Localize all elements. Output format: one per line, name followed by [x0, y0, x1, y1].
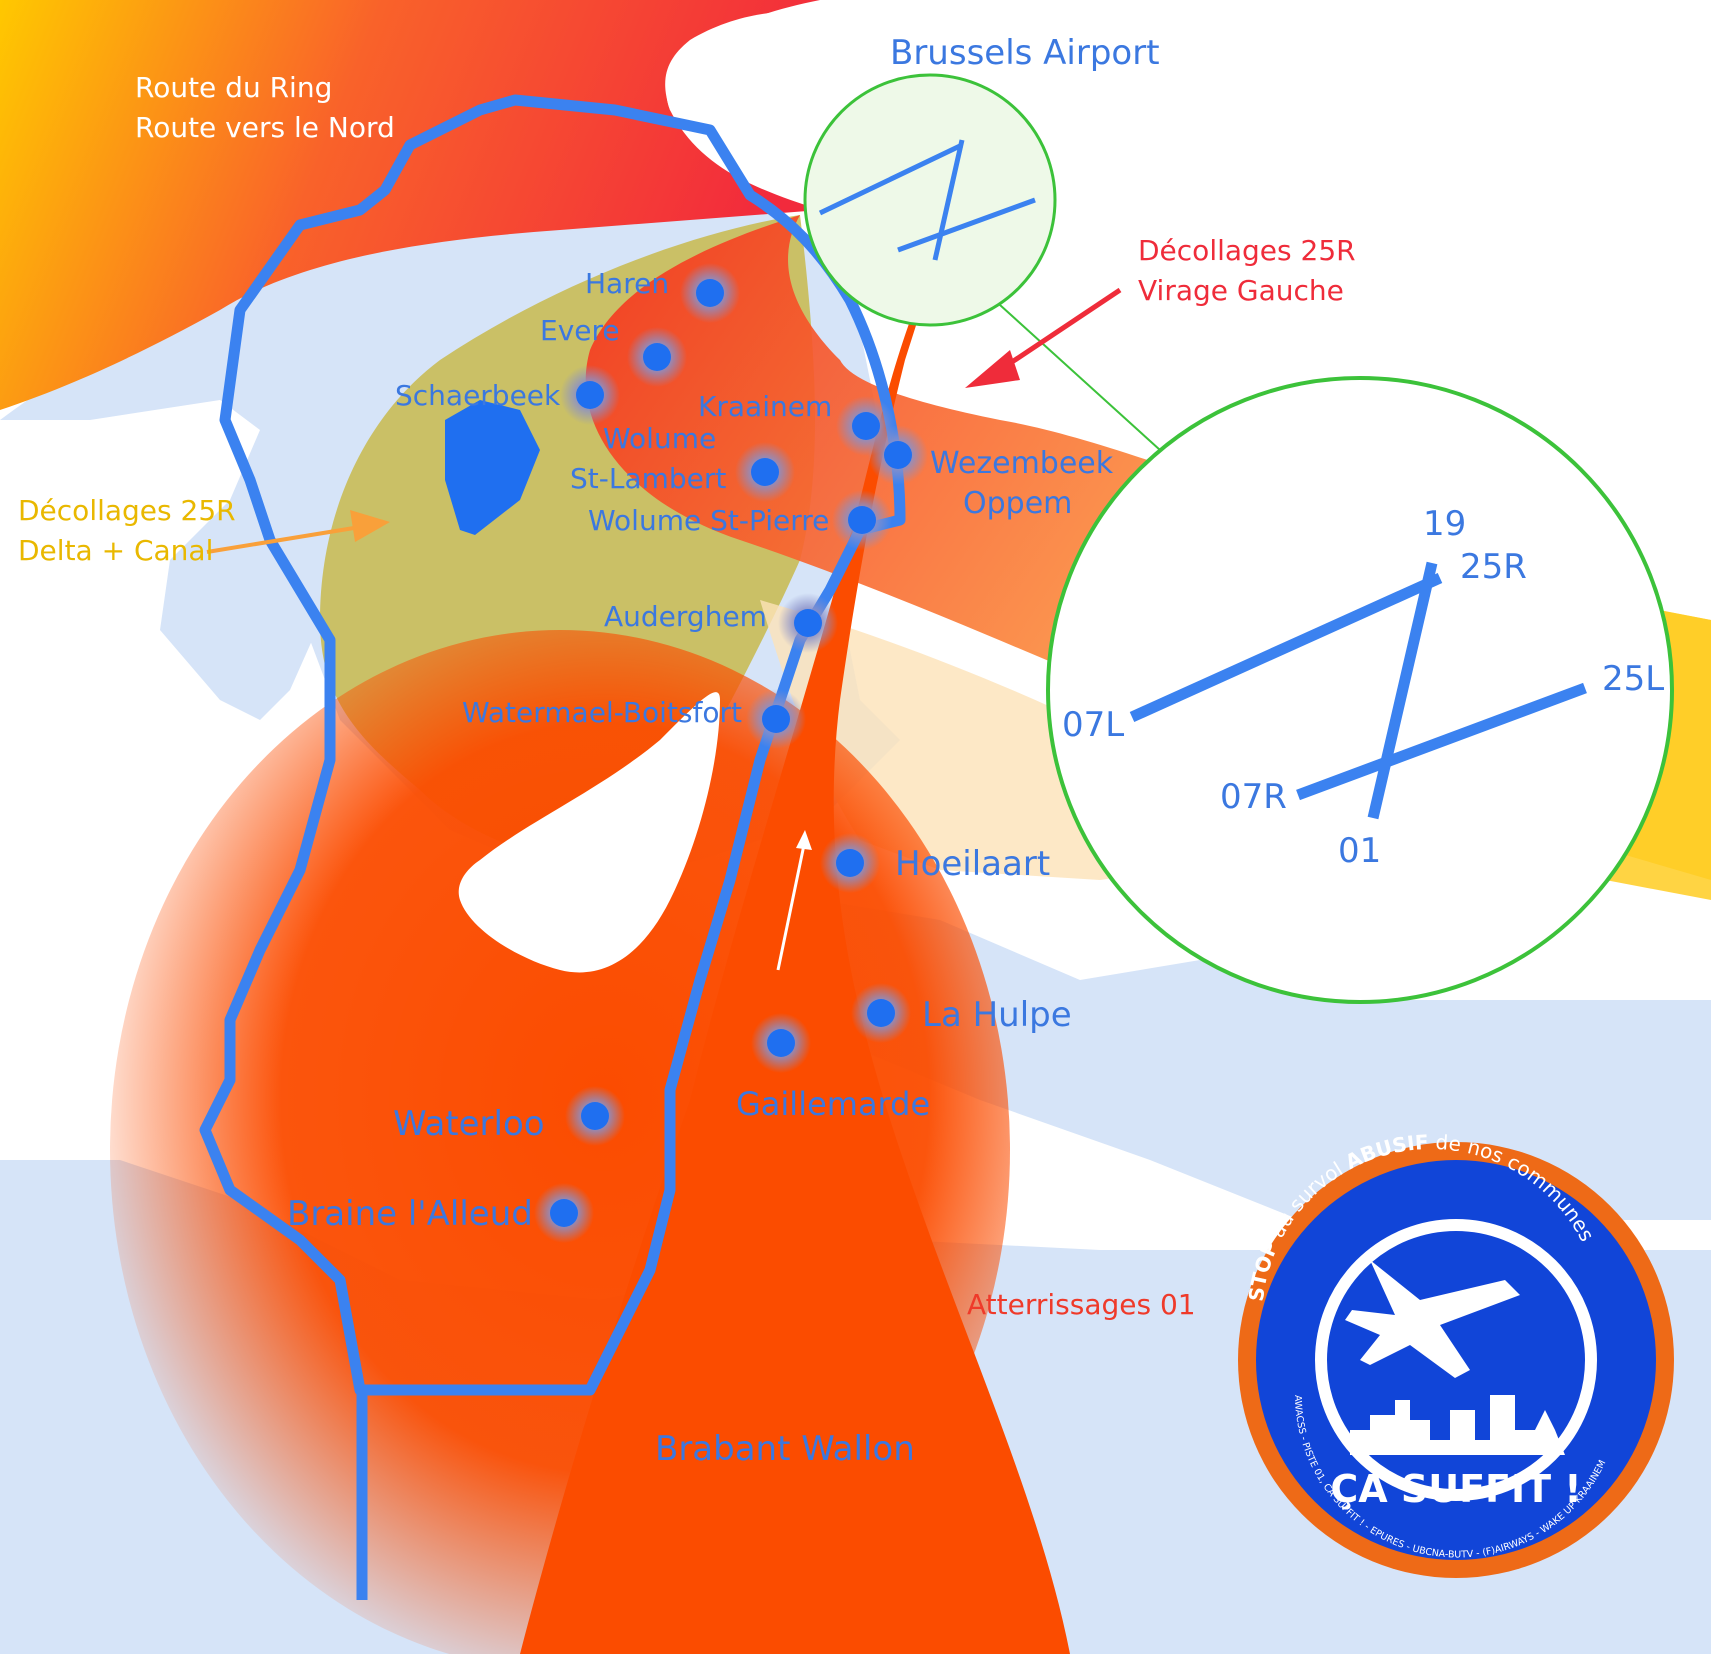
- place-label-wolume-st-pierre: Wolume St-Pierre: [588, 504, 829, 537]
- airport-zoom-connector: [999, 304, 1161, 451]
- place-dot-la-hulpe-core: [867, 999, 895, 1027]
- place-dot-evere-core: [643, 343, 671, 371]
- label-airport: Brussels Airport: [890, 33, 1160, 73]
- label-region: Brabant Wallon: [655, 1429, 915, 1469]
- place-dot-schaerbeek-core: [576, 381, 604, 409]
- runway-07l-25r: [1129, 572, 1443, 723]
- runway-01-19: [1367, 561, 1438, 820]
- white-gap: [458, 692, 720, 973]
- place-label-watermael: Watermael-Boitsfort: [462, 696, 742, 729]
- label-route-north: Route vers le Nord: [135, 111, 395, 144]
- place-dot-kraainem-core: [852, 412, 880, 440]
- airport-runway-01: [932, 139, 965, 261]
- schaerbeek-lake: [445, 400, 540, 535]
- place-label-schaerbeek: Schaerbeek: [395, 379, 561, 412]
- runway-label-25r: 25R: [1460, 547, 1527, 587]
- takeoff-canal-arrowhead: [350, 510, 390, 542]
- place-label-wezembeek: Wezembeek: [930, 446, 1114, 481]
- badge-main-text: ÇA SUFFIT !: [1330, 1467, 1581, 1511]
- runway-07r-25l: [1296, 682, 1587, 801]
- label-takeoff-canal-2: Delta + Canal: [18, 534, 213, 567]
- takeoff-left-arrowhead: [965, 350, 1020, 388]
- label-landings: Atterrissages 01: [967, 1288, 1196, 1321]
- land-area-east: [820, 900, 1711, 1220]
- place-label-gaillemarde: Gaillemarde: [736, 1085, 930, 1123]
- label-takeoff-canal-1: Décollages 25R: [18, 494, 236, 527]
- place-label-hoeilaart: Hoeilaart: [895, 844, 1050, 884]
- airport-runway-25l: [897, 197, 1036, 253]
- runway-label-07l: 07L: [1062, 705, 1124, 745]
- runway-label-25l: 25L: [1602, 659, 1664, 699]
- takeoff-canal-arrow: [206, 525, 361, 554]
- place-dot-st-lambert-core: [751, 458, 779, 486]
- place-dot-auderghem-core: [794, 609, 822, 637]
- label-route-ring: Route du Ring: [135, 71, 332, 104]
- airport-clearing: [665, 11, 840, 200]
- place-dot-watermael-core: [762, 705, 790, 733]
- airport-circle: [803, 73, 1057, 327]
- takeoff-left-arrow: [998, 287, 1122, 373]
- city-skyline-icon: [1350, 1395, 1565, 1455]
- landing-approach-arrow: [776, 839, 807, 971]
- place-label-la-hulpe: La Hulpe: [922, 995, 1072, 1035]
- airport-runway-25r: [818, 142, 964, 216]
- place-label-haren: Haren: [585, 267, 669, 300]
- place-label-wolume: Wolume: [603, 422, 716, 455]
- place-dot-waterloo-core: [581, 1102, 609, 1130]
- place-dot-hoeilaart-core: [836, 849, 864, 877]
- label-takeoff-left-1: Décollages 25R: [1138, 234, 1356, 267]
- runway-label-19: 19: [1423, 504, 1466, 544]
- campaign-badge: STOP au survol ABUSIF de nos communes ÇA…: [1238, 1130, 1674, 1578]
- label-takeoff-left-2: Virage Gauche: [1138, 274, 1344, 307]
- place-label-braine: Braine l'Alleud: [287, 1194, 533, 1234]
- route-ring-north-zone: [0, 0, 820, 410]
- place-label-auderghem: Auderghem: [604, 600, 767, 633]
- place-dots: [534, 263, 928, 1243]
- landing-approach-arrowhead: [796, 830, 812, 850]
- place-dot-gaillemarde-core: [767, 1029, 795, 1057]
- runway-zoom-circle: [1046, 376, 1674, 1004]
- landing-01-blob: [110, 630, 1010, 1654]
- place-dot-haren-core: [696, 279, 724, 307]
- badge-inner-circle: [1315, 1219, 1597, 1501]
- runway-label-01: 01: [1338, 831, 1381, 871]
- place-label-evere: Evere: [540, 314, 620, 347]
- place-label-oppem: Oppem: [963, 486, 1072, 521]
- place-label-waterloo: Waterloo: [393, 1104, 545, 1144]
- place-label-kraainem: Kraainem: [698, 390, 832, 423]
- place-label-st-lambert: St-Lambert: [570, 462, 726, 495]
- place-dot-braine-core: [550, 1199, 578, 1227]
- place-dot-wezembeek-core: [884, 441, 912, 469]
- place-dot-st-pierre-core: [848, 506, 876, 534]
- airplane-icon: [1345, 1260, 1520, 1378]
- runway-label-07r: 07R: [1220, 777, 1287, 817]
